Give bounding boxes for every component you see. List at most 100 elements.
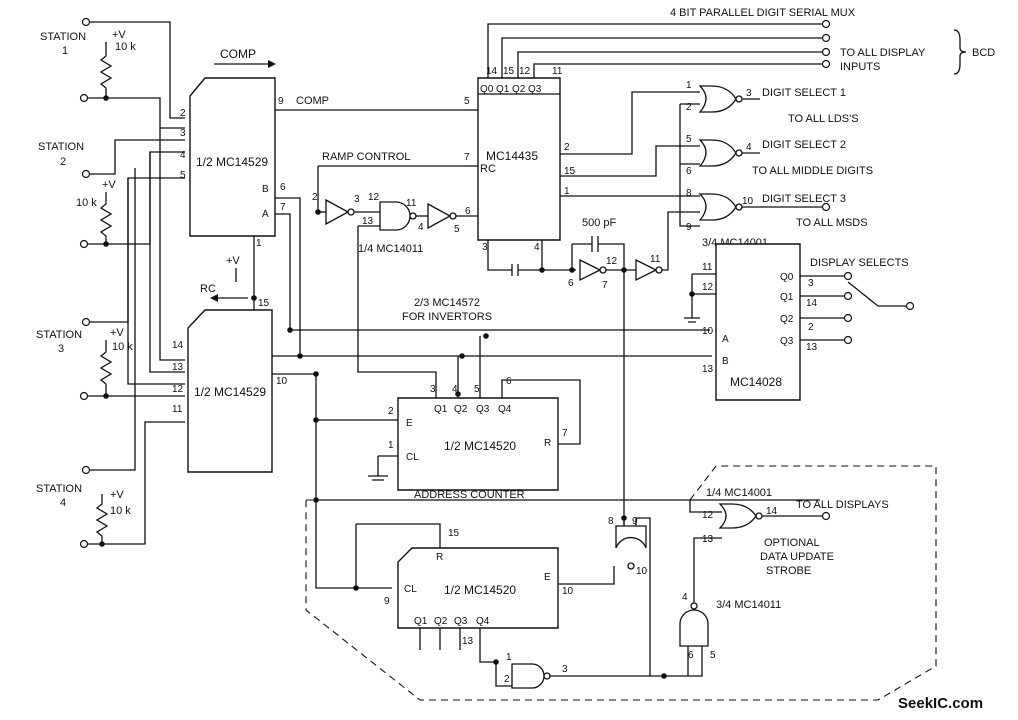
svg-text:4: 4	[746, 142, 752, 153]
address-counter-label: ADDRESS COUNTER	[414, 489, 525, 501]
svg-text:Q2: Q2	[512, 84, 526, 95]
bcd-title: 4 BIT PARALLEL DIGIT SERIAL MUX	[670, 7, 856, 19]
station-1-supply: +V	[112, 29, 126, 41]
digit-select-2: DIGIT SELECT 2	[762, 139, 846, 151]
svg-text:3: 3	[430, 384, 436, 395]
station-4-resistor: 10 k	[110, 505, 131, 517]
svg-text:1: 1	[388, 440, 394, 451]
mux-wiring	[272, 109, 820, 589]
svg-text:3: 3	[482, 242, 488, 253]
svg-text:8: 8	[608, 516, 614, 527]
svg-text:12: 12	[368, 192, 380, 203]
svg-text:R: R	[436, 552, 443, 563]
mc14529-lower: 1/2 MC14529 14 13 12 11 10 15 RC +V	[172, 236, 288, 473]
svg-text:13: 13	[806, 342, 818, 353]
comp-pin-label: COMP	[296, 95, 329, 107]
digit-select-gates: 1 2 3 5 6 4 8 9 10 DIGIT SELECT 1 TO ALL…	[560, 80, 873, 249]
svg-text:11: 11	[172, 404, 183, 415]
optional-line-3: STROBE	[766, 565, 811, 577]
svg-text:12: 12	[519, 66, 531, 77]
svg-text:Q4: Q4	[498, 404, 512, 415]
svg-text:CL: CL	[404, 584, 417, 595]
mux-rc: RC	[480, 163, 496, 175]
svg-text:Q0: Q0	[780, 272, 794, 283]
nor-single-label: 1/4 MC14001	[706, 487, 772, 499]
decoder-label: MC14028	[730, 375, 782, 389]
station-3-resistor: 10 k	[112, 341, 133, 353]
svg-text:Q1: Q1	[414, 616, 428, 627]
svg-text:5: 5	[454, 224, 460, 235]
svg-text:Q1: Q1	[434, 404, 448, 415]
svg-text:CL: CL	[406, 452, 419, 463]
svg-text:5: 5	[180, 170, 186, 181]
optional-line-1: OPTIONAL	[764, 537, 820, 549]
svg-text:14: 14	[172, 340, 184, 351]
u1-label: 1/2 MC14529	[196, 155, 268, 169]
nand-group-label: 3/4 MC14011	[716, 599, 781, 611]
mux-label: MC14435	[486, 149, 538, 163]
svg-text:5: 5	[710, 650, 716, 661]
digit-select-3b: TO ALL MSDS	[796, 217, 868, 229]
station-1-title: STATION	[40, 31, 86, 43]
station-3-title: STATION	[36, 329, 82, 341]
svg-text:B: B	[262, 184, 269, 195]
svg-text:14: 14	[486, 66, 498, 77]
svg-text:E: E	[544, 572, 551, 583]
station-3-supply: +V	[110, 327, 124, 339]
svg-text:5: 5	[686, 134, 692, 145]
watermark: SeekIC.com	[898, 695, 983, 712]
svg-text:6: 6	[686, 166, 692, 177]
station-inputs: STATION 1 +V 10 k STATION 2 +V 10 k STAT…	[36, 17, 185, 549]
svg-text:13: 13	[702, 364, 714, 375]
svg-text:8: 8	[686, 188, 692, 199]
svg-text:2: 2	[312, 192, 318, 203]
station-1-terminal	[81, 17, 91, 27]
svg-text:2: 2	[686, 102, 692, 113]
svg-text:9: 9	[632, 516, 638, 527]
station-2-resistor: 10 k	[76, 197, 97, 209]
svg-text:Q3: Q3	[528, 84, 542, 95]
bcd-line-2: INPUTS	[840, 61, 880, 73]
oscillator: 500 pF 6 7 12 11	[568, 211, 700, 526]
svg-text:13: 13	[172, 362, 184, 373]
svg-text:Q4: Q4	[476, 616, 490, 627]
svg-text:11: 11	[650, 254, 661, 265]
svg-text:13: 13	[362, 216, 374, 227]
svg-text:10: 10	[742, 196, 754, 207]
svg-text:E: E	[406, 418, 413, 429]
svg-text:6: 6	[506, 376, 512, 387]
svg-text:14: 14	[806, 298, 818, 309]
counter-label: 1/2 MC14520	[444, 439, 516, 453]
digit-select-1: DIGIT SELECT 1	[762, 87, 846, 99]
mc14028-decoder: MC14028 A B Q0 Q1 Q2 Q3 11 12 10 13 3 14…	[684, 243, 915, 401]
svg-text:15: 15	[448, 528, 460, 539]
svg-text:13: 13	[702, 534, 714, 545]
svg-text:11: 11	[552, 66, 563, 77]
svg-text:A: A	[722, 334, 729, 345]
svg-text:Q3: Q3	[780, 336, 794, 347]
bcd-label: BCD	[972, 47, 995, 59]
svg-text:13: 13	[462, 636, 474, 647]
svg-text:15: 15	[258, 298, 270, 309]
station-1-resistor: 10 k	[115, 41, 136, 53]
to-all-displays: TO ALL DISPLAYS	[796, 499, 889, 511]
svg-text:6: 6	[465, 206, 471, 217]
svg-text:15: 15	[503, 66, 515, 77]
counter2-label: 1/2 MC14520	[444, 583, 516, 597]
display-selects: DISPLAY SELECTS	[810, 257, 909, 269]
svg-text:4: 4	[180, 150, 186, 161]
bcd-line-1: TO ALL DISPLAY	[840, 47, 926, 59]
inverters-label-2: FOR INVERTORS	[402, 311, 492, 323]
svg-text:7: 7	[280, 202, 286, 213]
svg-text:B: B	[722, 356, 729, 367]
station-2-supply: +V	[102, 179, 116, 191]
digit-select-1b: TO ALL LDS'S	[788, 113, 859, 125]
mc14529-upper: 1/2 MC14529 2 3 4 5 9 COMP 6 7 B A 1 COM…	[180, 47, 329, 249]
optional-line-2: DATA UPDATE	[760, 551, 834, 563]
inverters-label: 2/3 MC14572	[414, 297, 480, 309]
svg-text:Q1: Q1	[780, 292, 794, 303]
svg-text:6: 6	[688, 650, 694, 661]
station-1-number: 1	[62, 45, 68, 57]
station-4-number: 4	[60, 497, 66, 509]
svg-text:4: 4	[452, 384, 458, 395]
